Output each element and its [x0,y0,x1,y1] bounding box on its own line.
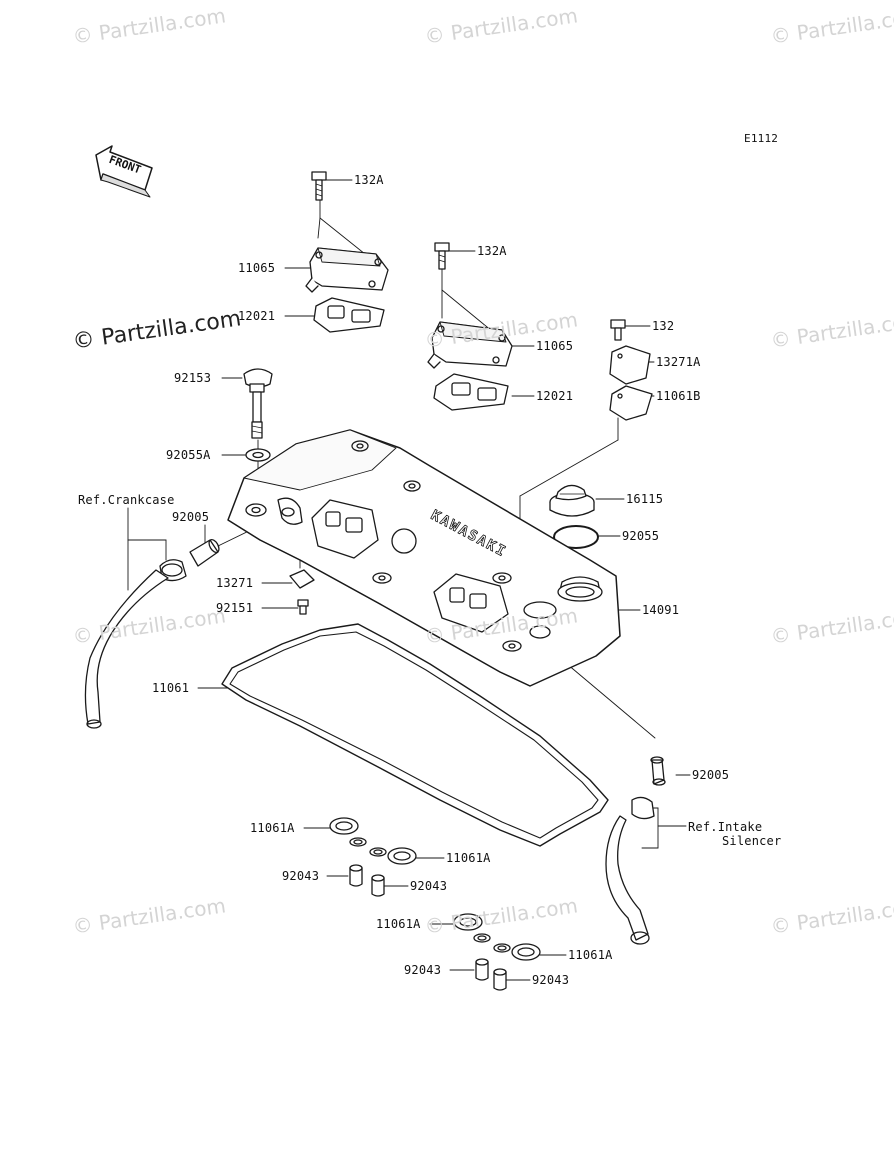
fitting-92005-left-icon [189,538,220,567]
breather-hose-right-icon [605,815,650,945]
gasket-12021-right-icon [433,373,509,411]
part-label-13271a[interactable]: 13271A [656,355,701,369]
part-label-92153[interactable]: 92153 [174,371,212,385]
fitting-92005-right-icon [650,756,666,786]
seal-11061a-3-icon [453,913,483,931]
sleeve-92043-4-icon [493,968,507,991]
part-label-132[interactable]: 132 [652,319,675,333]
bolt-132a-left-icon [311,171,327,201]
sleeve-92043-3-icon [475,958,489,981]
part-label-11061[interactable]: 11061 [152,681,190,695]
part-label-92043-3[interactable]: 92043 [404,963,442,977]
front-arrow-icon: FRONT [95,145,153,198]
part-label-11065-left[interactable]: 11065 [238,261,276,275]
sleeve-92043-2-icon [371,874,385,897]
seal-small-2-icon [369,847,387,857]
seal-small-1-icon [349,837,367,847]
part-label-92055a[interactable]: 92055A [166,448,211,462]
hose-clamp-left-icon [159,559,187,582]
part-label-13271[interactable]: 13271 [216,576,254,590]
part-label-12021-right[interactable]: 12021 [536,389,574,403]
part-label-92005-left[interactable]: 92005 [172,510,210,524]
part-label-11061a-2[interactable]: 11061A [446,851,491,865]
gasket-11061b-icon [609,385,653,421]
cylinder-head-cover-14091-icon: KAWASAKI [227,429,621,687]
sleeve-92043-1-icon [349,864,363,887]
breather-cover-11065-left-icon [305,247,389,293]
seal-11061a-2-icon [387,847,417,865]
breather-hose-left-icon [84,569,169,729]
breather-cover-11065-right-icon [427,321,513,369]
part-label-92005-right[interactable]: 92005 [692,768,730,782]
part-label-16115[interactable]: 16115 [626,492,664,506]
part-label-132a-right[interactable]: 132A [477,244,507,258]
part-label-14091[interactable]: 14091 [642,603,680,617]
cover-plate-13271a-icon [609,345,651,385]
part-label-11061a-4[interactable]: 11061A [568,948,613,962]
gasket-12021-left-icon [313,297,385,333]
part-label-11065-right[interactable]: 11065 [536,339,574,353]
bolt-92153-icon [243,368,273,439]
ref-intake-label-line2: Silencer [722,834,782,848]
o-ring-92055-icon [553,525,599,549]
part-label-11061a-1[interactable]: 11061A [250,821,295,835]
ref-intake-label: Ref.Intake [688,820,763,834]
bolt-92151-icon [297,599,309,615]
head-cover-gasket-11061-icon [221,623,609,847]
part-label-11061b[interactable]: 11061B [656,389,701,403]
seal-small-4-icon [493,943,511,953]
seal-small-3-icon [473,933,491,943]
hose-clamp-right-icon [631,796,655,820]
ref-crankcase-label: Ref.Crankcase [78,493,175,507]
part-label-132a-left[interactable]: 132A [354,173,384,187]
oil-filler-cap-16115-icon [549,484,595,517]
part-label-92043-1[interactable]: 92043 [282,869,320,883]
leader-lines [127,179,691,981]
part-label-92043-4[interactable]: 92043 [532,973,570,987]
seal-11061a-1-icon [329,817,359,835]
part-label-12021-left[interactable]: 12021 [238,309,276,323]
washer-92055a-icon [245,448,271,462]
part-label-11061a-3[interactable]: 11061A [376,917,421,931]
seal-11061a-4-icon [511,943,541,961]
bolt-132a-right-icon [434,242,450,270]
part-label-92151[interactable]: 92151 [216,601,254,615]
bracket-13271-icon [289,569,315,589]
part-label-92055[interactable]: 92055 [622,529,660,543]
part-label-92043-2[interactable]: 92043 [410,879,448,893]
bolt-132-icon [610,319,626,341]
diagram-code: E1112 [744,132,779,145]
